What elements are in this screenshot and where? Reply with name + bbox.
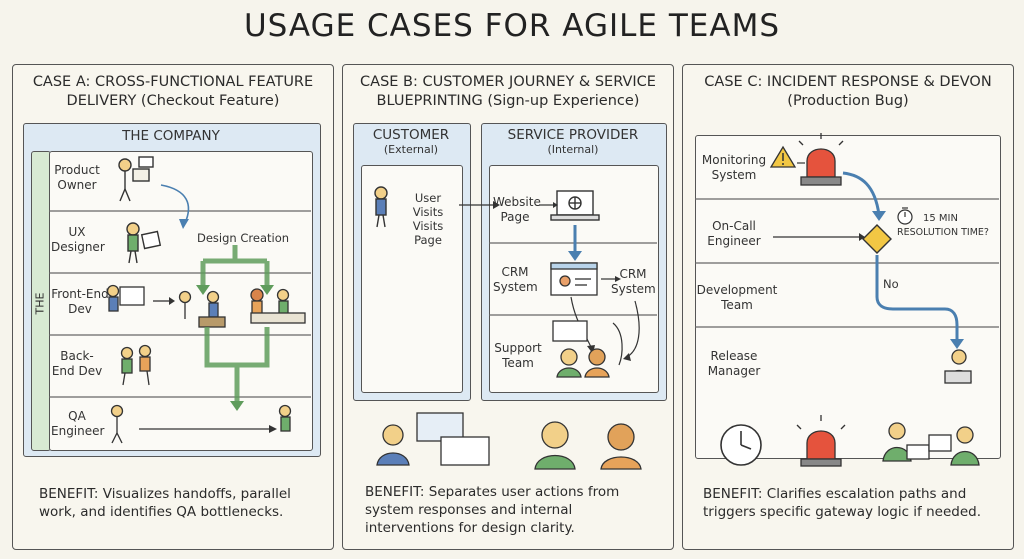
clock-icon: [720, 424, 762, 466]
company-pool-title: THE COMPANY: [122, 128, 220, 144]
gateway-diamond: [862, 224, 892, 254]
case-a-panel: CASE A: CROSS-FUNCTIONAL FEATURE DELIVER…: [12, 64, 334, 550]
lane-qa-engineer: QA Engineer: [51, 409, 105, 438]
case-a-diagram: [49, 156, 311, 444]
merge-to-qa-arrow: [204, 327, 270, 403]
crm-window-icon: [550, 262, 598, 296]
case-c-benefit: BENEFIT: Clarifies escalation paths and …: [703, 486, 981, 520]
lane-back-end-dev: Back-End Dev: [51, 349, 103, 378]
lane-product-owner: Product Owner: [54, 163, 100, 192]
lane-ux-designer: UX Designer: [51, 225, 105, 254]
case-a-benefit: BENEFIT: Visualizes handoffs, parallel w…: [39, 486, 291, 520]
stopwatch-icon: [897, 207, 913, 225]
qa-figures: [110, 404, 292, 444]
support-team-figures: [552, 320, 610, 378]
gateway-label: RESOLUTION TIME?: [897, 227, 989, 238]
lane-on-call-engineer: On-Call Engineer: [707, 219, 761, 248]
lane-crm-system: CRM System: [493, 265, 538, 294]
lane-website-page: Website Page: [493, 195, 541, 224]
incident-lanes-area: [695, 135, 1001, 459]
siren-alarm-icon: [798, 133, 844, 186]
front-end-figures: [106, 284, 306, 328]
website-laptop-icon: [550, 190, 600, 221]
release-manager-figure: [944, 349, 972, 384]
no-path-arrow: [875, 255, 959, 341]
lane-support-team: Support Team: [494, 341, 542, 370]
benefit-team-figures: [882, 422, 980, 466]
ux-designer-figure: [126, 222, 162, 264]
customer-title: CUSTOMER (External): [372, 127, 450, 156]
case-c-panel: CASE C: INCIDENT RESPONSE & DEVON (Produ…: [682, 64, 1014, 550]
user-visits-page-label: User Visits Visits Page: [412, 191, 444, 247]
design-creation-annotation: Design Creation: [197, 231, 290, 245]
lane-development-team: Development Team: [696, 283, 778, 312]
case-b-benefit: BENEFIT: Separates user actions from sys…: [365, 484, 620, 536]
lane-monitoring-system: Monitoring System: [701, 153, 767, 182]
case-b-panel: CASE B: CUSTOMER JOURNEY & SERVICE BLUEP…: [342, 64, 674, 550]
product-owner-figure: [118, 156, 154, 202]
case-b-title: CASE B: CUSTOMER JOURNEY & SERVICE BLUEP…: [360, 74, 656, 109]
benefit-illustration-b: [376, 412, 642, 470]
no-label: No: [883, 277, 899, 291]
user-figure: [374, 186, 388, 228]
case-c-title: CASE C: INCIDENT RESPONSE & DEVON (Produ…: [704, 74, 992, 109]
po-to-ux-arrow: [160, 184, 190, 224]
back-end-figures: [120, 344, 152, 386]
service-provider-title: SERVICE PROVIDER (Internal): [507, 127, 639, 156]
case-b-diagram: [374, 186, 657, 470]
timer-label: 15 MIN: [923, 213, 958, 224]
warning-icon: [769, 145, 797, 168]
benefit-siren-icon: [796, 415, 846, 467]
page-title: USAGE CASES FOR AGILE TEAMS: [243, 8, 781, 44]
design-fork-arrow: [200, 245, 270, 287]
case-a-title: CASE A: CROSS-FUNCTIONAL FEATURE DELIVER…: [32, 74, 314, 109]
case-c-diagram: [695, 133, 999, 467]
crm-system-right: CRM System: [611, 267, 656, 296]
lane-front-end-dev: Front-End Dev: [51, 287, 109, 316]
lane-release-manager: Release Manager: [707, 349, 761, 378]
